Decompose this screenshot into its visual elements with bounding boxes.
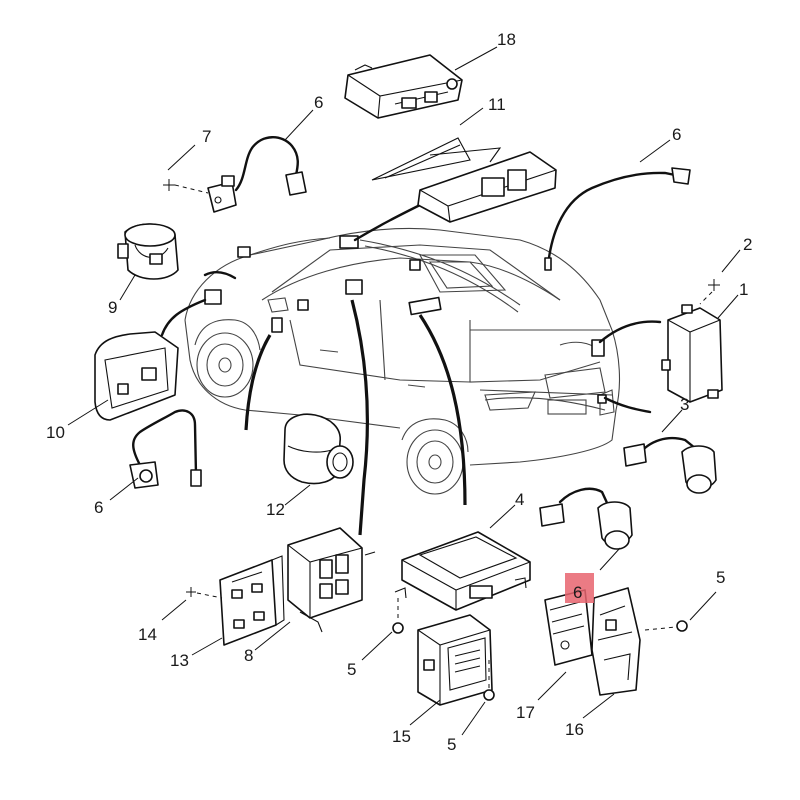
part-9-housing (117, 223, 179, 280)
body-mounted-modules (204, 235, 607, 404)
callout-6-a: 6 (314, 93, 323, 112)
callout-12: 12 (266, 500, 285, 519)
highlight-marker (565, 573, 594, 603)
part-13-bracket (219, 555, 285, 646)
part-14-fastener (161, 587, 223, 621)
callout-10: 10 (46, 423, 65, 442)
callout-8: 8 (244, 646, 253, 665)
part-12-sensor (283, 413, 354, 485)
part-6-sensor-upper (207, 136, 307, 213)
fasteners-5 (392, 598, 688, 701)
callout-4: 4 (515, 490, 524, 509)
callout-5-b: 5 (347, 660, 356, 679)
part-8-connector (287, 527, 376, 633)
vehicle-outline (184, 227, 621, 495)
callout-9: 9 (108, 298, 117, 317)
leader-lines (67, 46, 741, 736)
part-4-ecu (394, 531, 531, 611)
callout-11: 11 (488, 95, 506, 114)
part-6-camera-left (129, 409, 202, 489)
callout-labels: 18 11 6 7 6 2 1 3 9 10 6 12 4 6 5 14 13 … (46, 30, 752, 754)
callout-3: 3 (680, 395, 689, 414)
part-6-sensor-right (544, 167, 691, 271)
part-16-bracket (591, 587, 641, 696)
part-7-fastener (163, 144, 209, 194)
harness-routing (160, 203, 662, 536)
callout-17: 17 (516, 703, 535, 722)
callout-16: 16 (565, 720, 584, 739)
part-11-module (371, 137, 557, 223)
part-1-module (661, 304, 723, 403)
callout-13: 13 (170, 651, 189, 670)
callout-14: 14 (138, 625, 157, 644)
part-18-module (344, 54, 463, 119)
callout-2: 2 (743, 235, 752, 254)
part-15-bracket (417, 614, 493, 706)
callout-5-c: 5 (447, 735, 456, 754)
callout-6-highlighted: 6 (573, 583, 582, 602)
callout-7: 7 (202, 127, 211, 146)
part-10-cover (94, 331, 179, 421)
part-2-fastener (699, 279, 720, 305)
callout-5-a: 5 (716, 568, 725, 587)
part-3-camera (623, 436, 717, 494)
callout-15: 15 (392, 727, 411, 746)
callout-6-c: 6 (94, 498, 103, 517)
part-6-camera-right (539, 487, 633, 550)
callout-18: 18 (497, 30, 516, 49)
callout-1: 1 (739, 280, 748, 299)
callout-6-b: 6 (672, 125, 681, 144)
